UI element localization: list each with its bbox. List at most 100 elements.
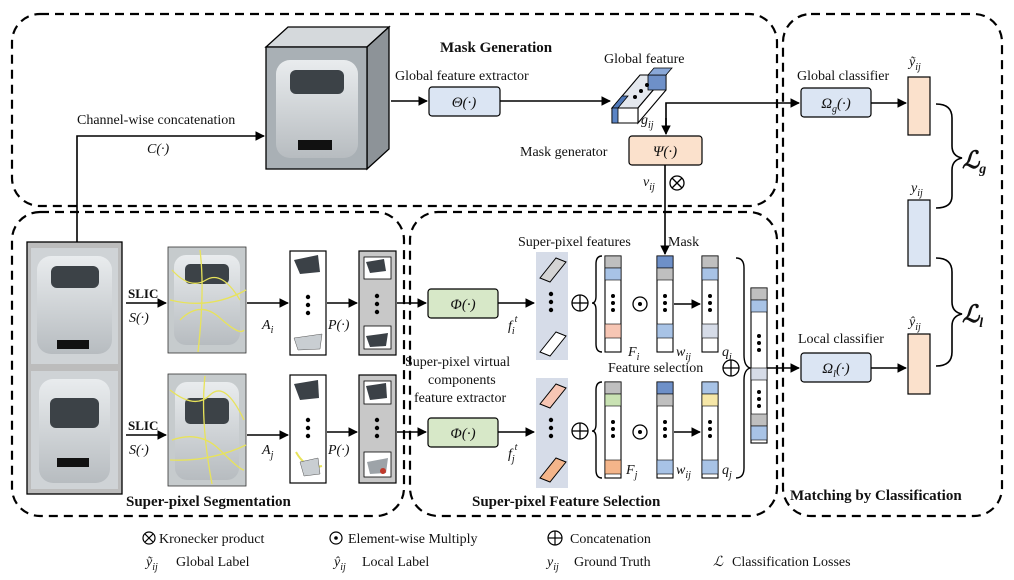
w-ij-bottom-label: wij xyxy=(676,463,691,481)
F-i-vector xyxy=(604,255,622,353)
local-classifier-label: Local classifier xyxy=(798,332,884,347)
feature-selection-label: Feature selection xyxy=(608,361,703,376)
slic-top-fn: S(·) xyxy=(129,311,149,326)
global-feature-extractor-label: Global feature extractor xyxy=(395,69,529,84)
P-bottom-label: P(·) xyxy=(327,443,350,458)
A-i-label: Ai xyxy=(261,318,274,336)
feature-to-global-classifier-arrow xyxy=(665,98,800,128)
F-j-vector xyxy=(604,381,622,479)
elementwise-icon-bottom xyxy=(632,424,648,440)
mask-label: Mask xyxy=(668,235,699,250)
slic-bottom-label: SLIC xyxy=(128,418,158,433)
concat-arrow xyxy=(76,131,265,242)
theta-label: Θ(·) xyxy=(452,95,477,111)
F-j-label: Fj xyxy=(625,463,638,481)
legend-local-label: Local Label xyxy=(362,555,429,570)
legend-local-label-symbol: ŷij xyxy=(332,555,346,573)
y-hat-vector xyxy=(907,333,931,395)
concat-icon-final xyxy=(722,359,740,377)
omega-g-label: Ωg(·) xyxy=(821,96,851,115)
elementwise-icon-top xyxy=(632,296,648,312)
phi-bottom-label: Φ(·) xyxy=(450,426,475,442)
f-j-label: fjt xyxy=(508,442,518,465)
global-classifier-label: Global classifier xyxy=(797,69,889,84)
F-j-brace xyxy=(591,381,603,479)
selected-features-vector xyxy=(750,287,768,444)
segmented-image-bottom xyxy=(167,373,247,487)
L-l-label: ℒl xyxy=(962,302,983,331)
f-i-label: fit xyxy=(508,314,518,337)
superpixel-features-label: Super-pixel features xyxy=(518,235,631,250)
P-top-label: P(·) xyxy=(327,318,350,333)
superpixel-segmentation-region xyxy=(10,210,406,518)
q-i-label: qi xyxy=(722,345,732,363)
legend-concatenation: Concatenation xyxy=(570,532,651,547)
concat-icon-top xyxy=(571,294,589,312)
matching-by-classification-region xyxy=(781,12,1004,518)
y-ij-vector xyxy=(907,199,931,267)
local-loss-brace xyxy=(935,257,963,367)
w-ij-top-label: wij xyxy=(676,345,691,363)
omega-l-label: Ωl(·) xyxy=(822,361,849,380)
y-ij-label: yij xyxy=(909,181,923,199)
padded-crops-bottom xyxy=(358,374,397,484)
feature-selection-brace xyxy=(735,257,753,479)
global-feature-label: Global feature xyxy=(604,52,684,67)
superpixel-segmentation-title: Super-pixel Segmentation xyxy=(126,494,292,510)
superpixel-crops-top xyxy=(289,250,327,356)
input-image-bottom xyxy=(31,371,118,489)
superpixel-crops-bottom xyxy=(289,374,327,484)
y-tilde-label: ỹij xyxy=(907,55,921,73)
matching-by-classification-title: Matching by Classification xyxy=(790,488,962,504)
superpixel-feature-selection-title: Super-pixel Feature Selection xyxy=(472,494,661,510)
y-hat-label: ŷij xyxy=(907,315,921,333)
global-feature-vector: Global feature xyxy=(604,52,684,125)
feature-stack-top xyxy=(536,252,568,360)
feature-stack-bottom xyxy=(536,378,568,488)
legend-global-label: Global Label xyxy=(176,555,250,570)
virtual-components-line1: Super-pixel virtual xyxy=(405,355,510,370)
legend-ground-truth-symbol: yij xyxy=(545,555,559,573)
slic-bottom-fn: S(·) xyxy=(129,443,149,458)
channel-concat-fn: C(·) xyxy=(147,142,170,157)
w-ij-vector-bottom xyxy=(656,381,674,479)
F-i-label: Fi xyxy=(627,345,640,363)
g-ij-label: gij xyxy=(641,113,654,131)
L-g-label: ℒg xyxy=(962,148,986,177)
global-loss-brace xyxy=(935,103,963,209)
y-tilde-vector xyxy=(907,76,931,136)
legend-kronecker: Kronecker product xyxy=(159,532,264,547)
virtual-components-line2: components xyxy=(428,373,496,388)
channel-concat-label: Channel-wise concatenation xyxy=(77,113,235,128)
q-j-vector xyxy=(701,381,719,479)
virtual-components-line3: feature extractor xyxy=(414,391,506,406)
legend-global-label-symbol: ỹij xyxy=(144,555,158,573)
legend-elementwise-icon xyxy=(329,531,343,545)
psi-label: Ψ(·) xyxy=(653,144,677,160)
q-i-vector xyxy=(701,255,719,353)
legend-loss: Classification Losses xyxy=(732,555,851,570)
legend-concat-icon xyxy=(547,530,563,546)
A-j-label: Aj xyxy=(261,443,274,461)
padded-crops-top xyxy=(358,250,397,356)
input-image-top xyxy=(31,248,118,364)
phi-top-label: Φ(·) xyxy=(450,297,475,313)
F-i-brace xyxy=(591,255,603,353)
segmented-image-top xyxy=(167,246,247,354)
legend-kronecker-icon xyxy=(142,531,156,545)
legend-elementwise: Element-wise Multiply xyxy=(348,532,477,547)
slic-top-label: SLIC xyxy=(128,286,158,301)
legend: Kronecker product Element-wise Multiply … xyxy=(142,530,851,573)
v-ij-label: vij xyxy=(643,175,655,193)
concat-icon-bottom xyxy=(571,422,589,440)
legend-ground-truth: Ground Truth xyxy=(574,555,651,570)
superpixel-feature-selection-region xyxy=(408,210,779,518)
kronecker-icon xyxy=(669,175,685,191)
concatenated-image-cube xyxy=(264,25,391,171)
legend-loss-symbol: ℒ xyxy=(713,555,724,570)
mask-generation-title: Mask Generation xyxy=(440,40,553,56)
mask-generator-label: Mask generator xyxy=(520,145,608,160)
w-ij-vector-top xyxy=(656,255,674,353)
q-j-label: qj xyxy=(722,463,732,481)
